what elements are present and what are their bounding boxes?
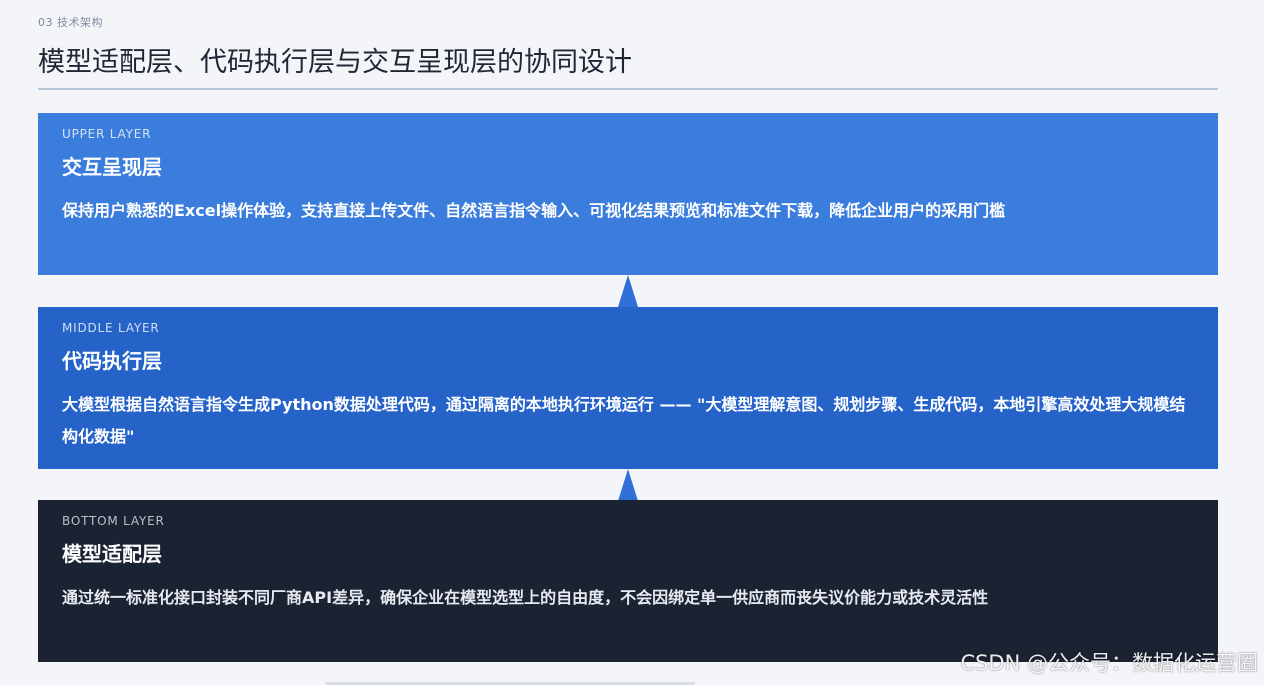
- page-title: 模型适配层、代码执行层与交互呈现层的协同设计: [38, 47, 632, 78]
- middle-layer-card: MIDDLE LAYER 代码执行层 大模型根据自然语言指令生成Python数据…: [38, 307, 1218, 469]
- middle-layer-name: 代码执行层: [62, 349, 162, 373]
- up-arrow-icon: [618, 275, 638, 307]
- up-arrow-icon: [618, 469, 638, 501]
- middle-layer-description: 大模型根据自然语言指令生成Python数据处理代码，通过隔离的本地执行环境运行 …: [62, 395, 1186, 446]
- bottom-layer-card: BOTTOM LAYER 模型适配层 通过统一标准化接口封装不同厂商API差异，…: [38, 500, 1218, 662]
- middle-layer-tag: MIDDLE LAYER: [62, 321, 160, 335]
- upper-layer-description: 保持用户熟悉的Excel操作体验，支持直接上传文件、自然语言指令输入、可视化结果…: [62, 201, 1006, 220]
- upper-layer-tag: UPPER LAYER: [62, 127, 152, 141]
- title-divider: [38, 88, 1218, 90]
- bottom-scroll-bar: [325, 682, 695, 685]
- watermark: CSDN @公众号：数据化运营圈: [960, 651, 1258, 675]
- upper-layer-name: 交互呈现层: [62, 155, 162, 179]
- section-label: 03 技术架构: [38, 16, 103, 29]
- bottom-layer-tag: BOTTOM LAYER: [62, 514, 165, 528]
- upper-layer-card: UPPER LAYER 交互呈现层 保持用户熟悉的Excel操作体验，支持直接上…: [38, 113, 1218, 275]
- bottom-layer-description: 通过统一标准化接口封装不同厂商API差异，确保企业在模型选型上的自由度，不会因绑…: [62, 588, 989, 607]
- bottom-layer-name: 模型适配层: [62, 542, 162, 566]
